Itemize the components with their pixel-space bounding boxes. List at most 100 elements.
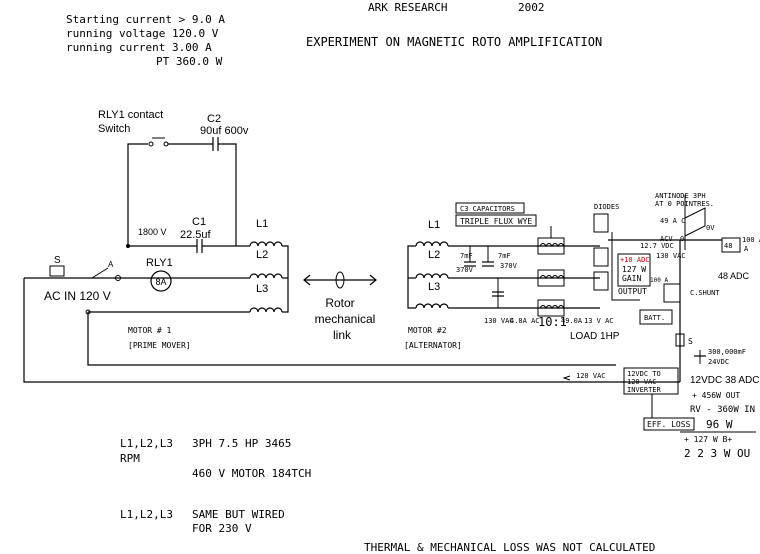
v127vdc-label: 12.7 VDC — [640, 242, 674, 250]
vac120-arrow — [562, 375, 571, 381]
diode-bridge-1 — [593, 213, 609, 233]
vac120-label: 120 VAC — [576, 372, 606, 380]
ammeter-48 — [721, 237, 741, 253]
running-current-label: running current 3.00 A — [66, 41, 212, 54]
m1-l2-coil — [249, 273, 283, 279]
eff-loss-box — [643, 417, 695, 431]
year-label: 2002 — [518, 1, 545, 14]
output-circuit: DIODES ANTINODE 3PH AT 0 POINTRES. 49 A … — [562, 192, 760, 460]
acv-label: ACV — [660, 235, 673, 243]
m2-l3-label: L3 — [428, 281, 440, 293]
link-line3: link — [333, 328, 352, 342]
shunt-box — [663, 283, 681, 303]
link-arrow-right — [369, 274, 377, 286]
ac-return-wire — [23, 278, 680, 383]
cap-b-volt: 370V — [500, 262, 518, 270]
p360-label: RV - 360W IN — [690, 405, 755, 415]
m1-l3-return-wire — [87, 312, 616, 366]
m1-l1-coil — [249, 241, 283, 247]
rly1-label: RLY1 — [146, 257, 173, 269]
rly1-coil — [150, 270, 172, 292]
m1-switch-s: S — [54, 255, 61, 266]
m2-l2-coil — [415, 273, 449, 279]
prime-mover-label: [PRIME MOVER] — [128, 341, 191, 350]
c3-label: C3 CAPACITORS — [460, 205, 515, 213]
antinode-label: ANTINODE 3PH — [655, 192, 706, 200]
zero-label: 0 — [680, 235, 684, 243]
running-voltage-label: running voltage 120.0 V — [66, 27, 219, 40]
link-line1: Rotor — [325, 296, 354, 310]
m1-junction-top — [126, 244, 130, 248]
alternator-label: [ALTERNATOR] — [404, 341, 462, 350]
output-label: OUTPUT — [618, 287, 647, 296]
m2-l1-coil — [415, 241, 449, 247]
diode-bridge-3 — [593, 271, 609, 291]
m1-l1-label: L1 — [256, 218, 268, 230]
c2-label: C2 — [207, 113, 221, 125]
rly-contact-label: RLY1 contact — [98, 109, 163, 121]
battery-label: BATT. — [644, 314, 665, 322]
a48adc-label: 48 ADC — [718, 271, 750, 281]
inverter-box — [623, 367, 679, 395]
p456-label: + 456W OUT — [692, 391, 740, 400]
m1-l3-label: L3 — [256, 283, 268, 295]
link-arrow-left — [303, 274, 311, 286]
transformer-1-coil — [539, 243, 565, 247]
c3-box — [455, 202, 525, 214]
relay-contact-left — [148, 141, 154, 147]
m1-l2-label: L2 — [256, 249, 268, 261]
company-name: ARK RESEARCH — [368, 1, 447, 14]
c2-right-wire — [218, 143, 237, 246]
c1-value: 22.5uf — [180, 229, 212, 241]
shunt-label: C.SHUNT — [690, 289, 720, 297]
c1-voltage: 1800 V — [138, 227, 167, 237]
note1-rpm: RPM — [120, 452, 140, 465]
triple-flux-label: TRIPLE FLUX WYE — [460, 217, 532, 226]
relay-contact-right — [163, 141, 169, 147]
m2-star-bus — [407, 245, 416, 309]
cap-a-volt: 370V — [456, 266, 474, 274]
ammeter-48-value: 48 — [724, 242, 732, 250]
diode-return-wire — [611, 232, 640, 301]
v130ac-label: 130 VAC — [656, 252, 686, 260]
note1-spec: 3PH 7.5 HP 3465 — [192, 437, 291, 450]
inverter-line1: 12VDC TO — [627, 370, 661, 378]
acv-waveform — [684, 207, 706, 237]
cap-300k-label: 300,000mF — [708, 348, 746, 356]
m1-star-bus — [282, 245, 289, 313]
m1-l3-node — [85, 309, 91, 315]
zero-v-label: 0V — [706, 224, 715, 232]
v49ac-label: 49 A C — [660, 217, 685, 225]
a48-label: 4.8A AC — [510, 317, 540, 325]
eff-loss-label: EFF. LOSS — [647, 420, 691, 429]
gain-plus-label: +10 ADC — [620, 256, 650, 264]
gain-box — [617, 253, 651, 287]
meter100-label: 100 A — [742, 236, 760, 244]
rly1-rating: 8A — [155, 277, 166, 287]
link-line2: mechanical — [315, 312, 376, 326]
m2-l2-label: L2 — [428, 249, 440, 261]
link-shaft — [335, 271, 345, 289]
gain-watts: 127 W — [622, 265, 646, 274]
m2-l1-label: L1 — [428, 219, 440, 231]
output-switch-s: S — [688, 337, 693, 346]
p127-label: + 127 W B+ — [684, 435, 732, 444]
transformer-3-coil — [539, 305, 565, 309]
cap-a-value: 7mF — [460, 252, 473, 260]
inverter-line3: INVERTER — [627, 386, 662, 394]
note2-volts: FOR 230 V — [192, 522, 252, 535]
relay-node — [115, 275, 121, 281]
diodes-label: DIODES — [594, 203, 619, 211]
transformer-2-coil — [539, 275, 565, 279]
triple-flux-box — [455, 214, 537, 227]
m2-l3-coil — [415, 303, 449, 309]
motor2-circuit: C3 CAPACITORS TRIPLE FLUX WYE L1 L2 L3 7… — [404, 202, 620, 350]
motor1-circuit: RLY1 contact Switch C2 90uf 600v 1800 V … — [23, 109, 680, 383]
relay-a-label: A — [108, 260, 114, 269]
battery-box — [639, 309, 673, 325]
rotor-link: Rotor mechanical link — [303, 271, 377, 342]
v24-label: 24VDC — [708, 358, 729, 366]
cap-b-value: 7mF — [498, 252, 511, 260]
pt-label: PT 360.0 W — [156, 55, 223, 68]
